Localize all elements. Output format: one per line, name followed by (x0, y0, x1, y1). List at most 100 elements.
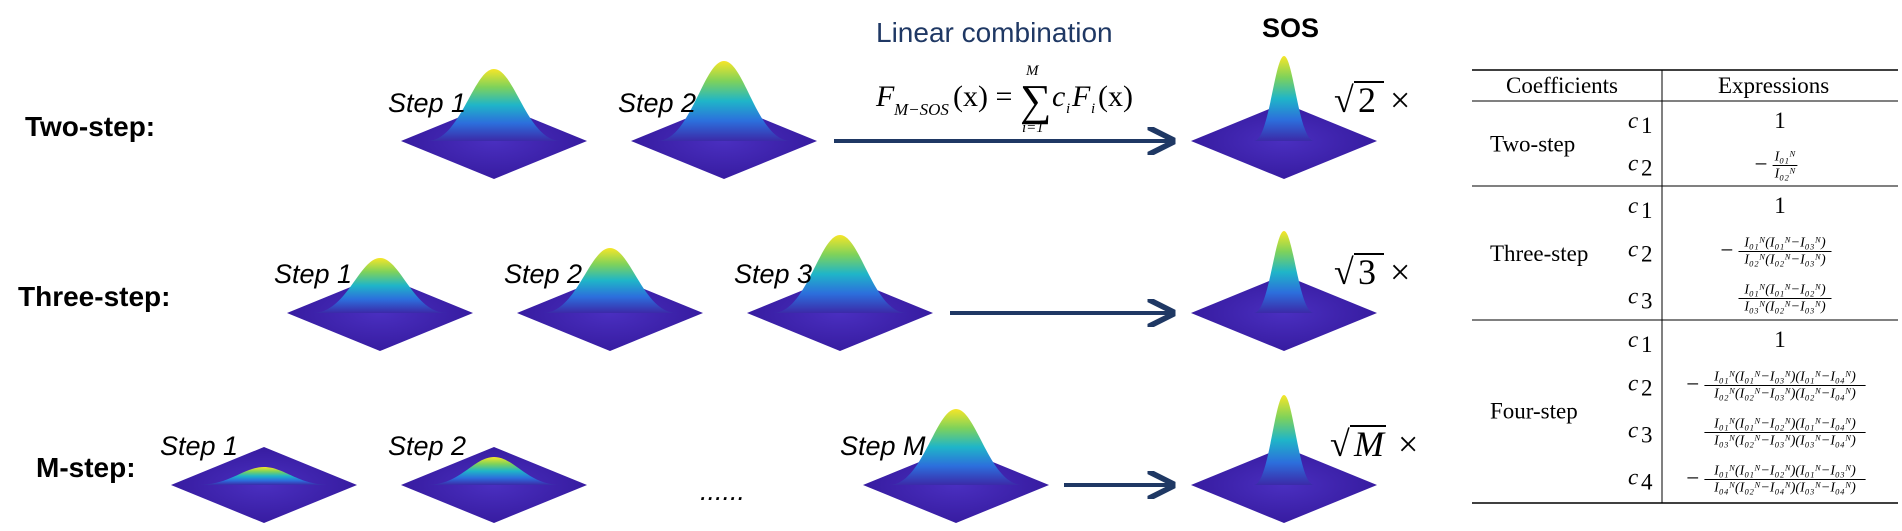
surface-peak (1253, 231, 1315, 313)
coefficient-symbol: c (1628, 465, 1638, 490)
expression-value: 1 (1774, 327, 1786, 352)
coefficient-subscript: 1 (1641, 113, 1653, 138)
coefficient-symbol: c (1628, 237, 1638, 262)
svg-text:3: 3 (1358, 252, 1376, 292)
svg-text:(x): (x) (1098, 80, 1133, 113)
surface-peak (427, 457, 561, 485)
multiplier-m-step: √ M × (1330, 424, 1418, 464)
gaussian-surface (171, 447, 357, 523)
linear-combination-title: Linear combination (876, 17, 1113, 48)
svg-text:2: 2 (1358, 80, 1376, 120)
row-label-three-step: Three-step: (18, 281, 170, 312)
surface-peak (313, 258, 447, 313)
multiplier-three-step: √ 3 × (1334, 252, 1410, 292)
svg-text:×: × (1398, 424, 1418, 464)
table-group-name: Two-step (1490, 132, 1575, 157)
svg-text:M−SOS: M−SOS (893, 100, 949, 119)
coefficient-subscript: 3 (1641, 289, 1653, 314)
step-label: Step M (840, 431, 926, 461)
surface-peak (1253, 395, 1315, 485)
surface-peak (543, 248, 677, 313)
expression-sign: − (1686, 372, 1699, 397)
svg-text:∑: ∑ (1020, 76, 1051, 125)
gaussian-surface (1191, 56, 1377, 179)
expression-numerator: I₀₁ᴺ(I₀₁ᴺ−I₀₂ᴺ) (1743, 283, 1826, 298)
gaussian-surface (401, 69, 587, 179)
gaussian-surface (1191, 395, 1377, 523)
svg-text:c: c (1052, 80, 1065, 113)
table-group-name: Three-step (1490, 241, 1588, 266)
step-label: Step 2 (504, 259, 582, 289)
step-label: Step 2 (388, 431, 466, 461)
gaussian-surface (401, 447, 587, 523)
surface-peak (1253, 56, 1315, 141)
svg-text:F: F (875, 80, 895, 113)
coefficient-symbol: c (1628, 327, 1638, 352)
coefficient-subscript: 1 (1641, 332, 1653, 357)
formula: F M−SOS (x) = M ∑ i=1 c i F i (x) (875, 63, 1133, 136)
expression-sign: − (1755, 152, 1768, 177)
coefficient-subscript: 3 (1641, 423, 1653, 448)
row-label-two-step: Two-step: (25, 111, 155, 142)
surface-peak (773, 235, 907, 313)
surface-peak (427, 69, 561, 141)
expression-sign: − (1721, 238, 1734, 263)
gaussian-surface (1191, 231, 1377, 351)
coefficient-subscript: 1 (1641, 198, 1653, 223)
svg-text:i=1: i=1 (1022, 120, 1044, 136)
svg-text:M: M (1353, 424, 1386, 464)
expression-denominator: I₀₂ᴺ(I₀₂ᴺ−I₀₃ᴺ)(I₀₂ᴺ−I₀₄ᴺ) (1713, 387, 1856, 402)
coefficient-subscript: 4 (1641, 470, 1653, 495)
gaussian-surface (747, 235, 933, 351)
table-header-expressions: Expressions (1718, 73, 1829, 98)
svg-text:F: F (1071, 80, 1091, 113)
expression-numerator: I₀₁ᴺ(I₀₁ᴺ−I₀₃ᴺ)(I₀₁ᴺ−I₀₄ᴺ) (1713, 370, 1856, 385)
svg-text:√: √ (1334, 252, 1354, 292)
coefficient-subscript: 2 (1641, 376, 1653, 401)
coefficient-symbol: c (1628, 418, 1638, 443)
surface-peak (197, 467, 331, 485)
svg-text:√: √ (1330, 424, 1350, 464)
coefficient-symbol: c (1628, 371, 1638, 396)
expression-numerator: I₀₁ᴺ (1774, 150, 1796, 165)
svg-text:×: × (1390, 252, 1410, 292)
expression-denominator: I₀₂ᴺ(I₀₂ᴺ−I₀₃ᴺ) (1743, 253, 1826, 268)
ellipsis: ...... (700, 476, 745, 506)
step-label: Step 1 (274, 259, 352, 289)
expression-value: 1 (1774, 108, 1786, 133)
expression-numerator: I₀₁ᴺ(I₀₁ᴺ−I₀₂ᴺ)(I₀₁ᴺ−I₀₄ᴺ) (1713, 417, 1856, 432)
coefficient-symbol: c (1628, 193, 1638, 218)
expression-sign: − (1686, 466, 1699, 491)
coefficient-subscript: 2 (1641, 156, 1653, 181)
expression-denominator: I₀₄ᴺ(I₀₂ᴺ−I₀₄ᴺ)(I₀₃ᴺ−I₀₄ᴺ) (1713, 481, 1856, 496)
expression-denominator: I₀₂ᴺ (1774, 167, 1796, 182)
step-label: Step 2 (618, 88, 696, 118)
table-header-coefficients: Coefficients (1506, 73, 1618, 98)
surface-peak (889, 409, 1023, 485)
table-group-name: Four-step (1490, 399, 1578, 424)
svg-text:(x) =: (x) = (953, 80, 1012, 113)
expression-numerator: I₀₁ᴺ(I₀₁ᴺ−I₀₂ᴺ)(I₀₁ᴺ−I₀₃ᴺ) (1713, 464, 1856, 479)
step-label: Step 3 (734, 259, 812, 289)
svg-text:×: × (1390, 80, 1410, 120)
coefficient-subscript: 2 (1641, 242, 1653, 267)
step-label: Step 1 (160, 431, 238, 461)
expression-denominator: I₀₃ᴺ(I₀₂ᴺ−I₀₃ᴺ)(I₀₃ᴺ−I₀₄ᴺ) (1713, 434, 1856, 449)
coefficient-symbol: c (1628, 151, 1638, 176)
gaussian-surface (287, 258, 473, 351)
step-label: Step 1 (388, 88, 466, 118)
gaussian-surface (863, 409, 1049, 523)
svg-text:√: √ (1334, 80, 1354, 120)
surface-peak (657, 61, 791, 141)
expression-value: 1 (1774, 193, 1786, 218)
gaussian-surface (517, 248, 703, 351)
expression-denominator: I₀₃ᴺ(I₀₂ᴺ−I₀₃ᴺ) (1743, 300, 1826, 315)
row-label-m-step: M-step: (36, 452, 136, 483)
svg-text:M: M (1025, 63, 1040, 79)
gaussian-surface (631, 61, 817, 179)
expression-numerator: I₀₁ᴺ(I₀₁ᴺ−I₀₃ᴺ) (1743, 236, 1826, 251)
coefficient-symbol: c (1628, 108, 1638, 133)
coefficient-symbol: c (1628, 284, 1638, 309)
